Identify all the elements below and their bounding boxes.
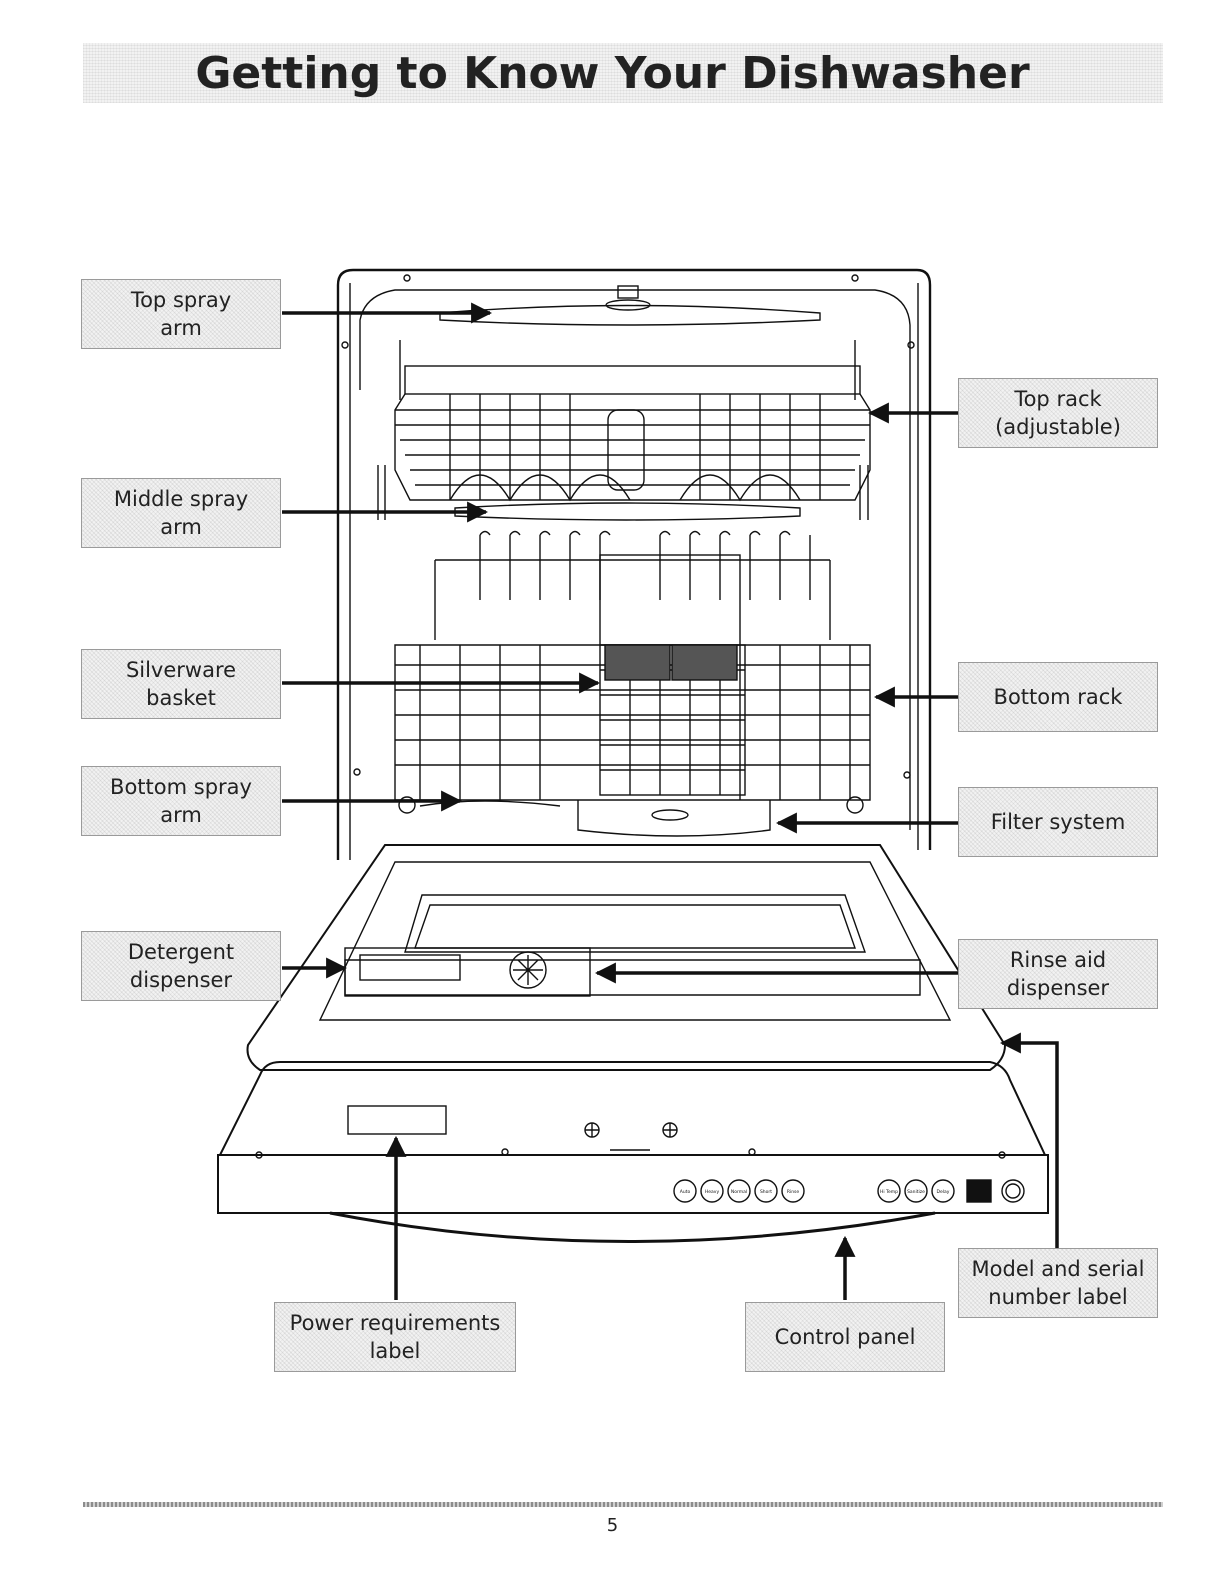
callout-middle-spray-arm: Middle spray arm bbox=[81, 478, 281, 548]
control-button-label: Delay bbox=[937, 1189, 950, 1195]
leader-model-serial bbox=[999, 1032, 1059, 1248]
title-band bbox=[83, 43, 1163, 103]
bottom-spray-arm-shape bbox=[419, 800, 561, 807]
control-button-label: Short bbox=[760, 1189, 772, 1195]
control-button-short: Short bbox=[754, 1179, 778, 1203]
control-button-label: Hi Temp bbox=[880, 1189, 898, 1195]
control-button-label: Auto bbox=[680, 1189, 691, 1195]
control-button-circle bbox=[931, 1179, 955, 1203]
top-spray-arm-shape bbox=[439, 285, 821, 326]
control-button-label: Heavy bbox=[705, 1189, 720, 1195]
filter-shape bbox=[577, 800, 771, 837]
cabinet-frame bbox=[336, 268, 932, 860]
silverware-basket-shape bbox=[599, 554, 746, 796]
control-button-auto: Auto bbox=[673, 1179, 697, 1203]
callout-top-spray-arm: Top spray arm bbox=[81, 279, 281, 349]
page-number: 5 bbox=[606, 1515, 619, 1536]
control-button-delay: Delay bbox=[931, 1179, 955, 1203]
control-button-circle bbox=[700, 1179, 724, 1203]
control-button-circle bbox=[781, 1179, 805, 1203]
callout-bottom-rack: Bottom rack bbox=[958, 662, 1158, 732]
footer-rule bbox=[83, 1502, 1163, 1507]
callout-power-requirements-label: Power requirements label bbox=[274, 1302, 516, 1372]
top-rack-shape bbox=[377, 340, 871, 520]
bottom-rack-shape bbox=[394, 530, 871, 814]
control-button-circle bbox=[754, 1179, 778, 1203]
callout-filter-system: Filter system bbox=[958, 787, 1158, 857]
control-button-label: Sanitize bbox=[907, 1189, 925, 1195]
callout-control-panel: Control panel bbox=[745, 1302, 945, 1372]
callout-detergent-dispenser: Detergent dispenser bbox=[81, 931, 281, 1001]
control-button-hi-temp: Hi Temp bbox=[877, 1179, 901, 1203]
control-button-label: Normal bbox=[731, 1189, 747, 1195]
callout-model-serial-label: Model and serial number label bbox=[958, 1248, 1158, 1318]
control-button-label: Rinse bbox=[787, 1189, 800, 1195]
control-button-rinse: Rinse bbox=[781, 1179, 805, 1203]
callout-bottom-spray-arm: Bottom spray arm bbox=[81, 766, 281, 836]
callout-rinse-aid-dispenser: Rinse aid dispenser bbox=[958, 939, 1158, 1009]
callout-silverware-basket: Silverware basket bbox=[81, 649, 281, 719]
control-buttons-group: Auto Heavy Normal Short Rinse Hi Temp Sanitize… bbox=[673, 1179, 955, 1203]
page-title: Getting to Know Your Dishwasher bbox=[195, 48, 1030, 99]
control-button-circle bbox=[904, 1179, 928, 1203]
control-button-sanitize: Sanitize bbox=[904, 1179, 928, 1203]
control-button-circle bbox=[673, 1179, 697, 1203]
control-panel-shape: Auto Heavy Normal Short Rinse Hi Temp Sanitize… bbox=[217, 1061, 1049, 1243]
control-button-circle bbox=[727, 1179, 751, 1203]
control-button-normal: Normal bbox=[727, 1179, 751, 1203]
control-button-circle bbox=[877, 1179, 901, 1203]
control-button-heavy: Heavy bbox=[700, 1179, 724, 1203]
callout-top-rack: Top rack (adjustable) bbox=[958, 378, 1158, 448]
middle-spray-arm-shape bbox=[454, 502, 801, 521]
tub-outline bbox=[359, 289, 911, 830]
door-shape bbox=[246, 844, 1007, 1071]
